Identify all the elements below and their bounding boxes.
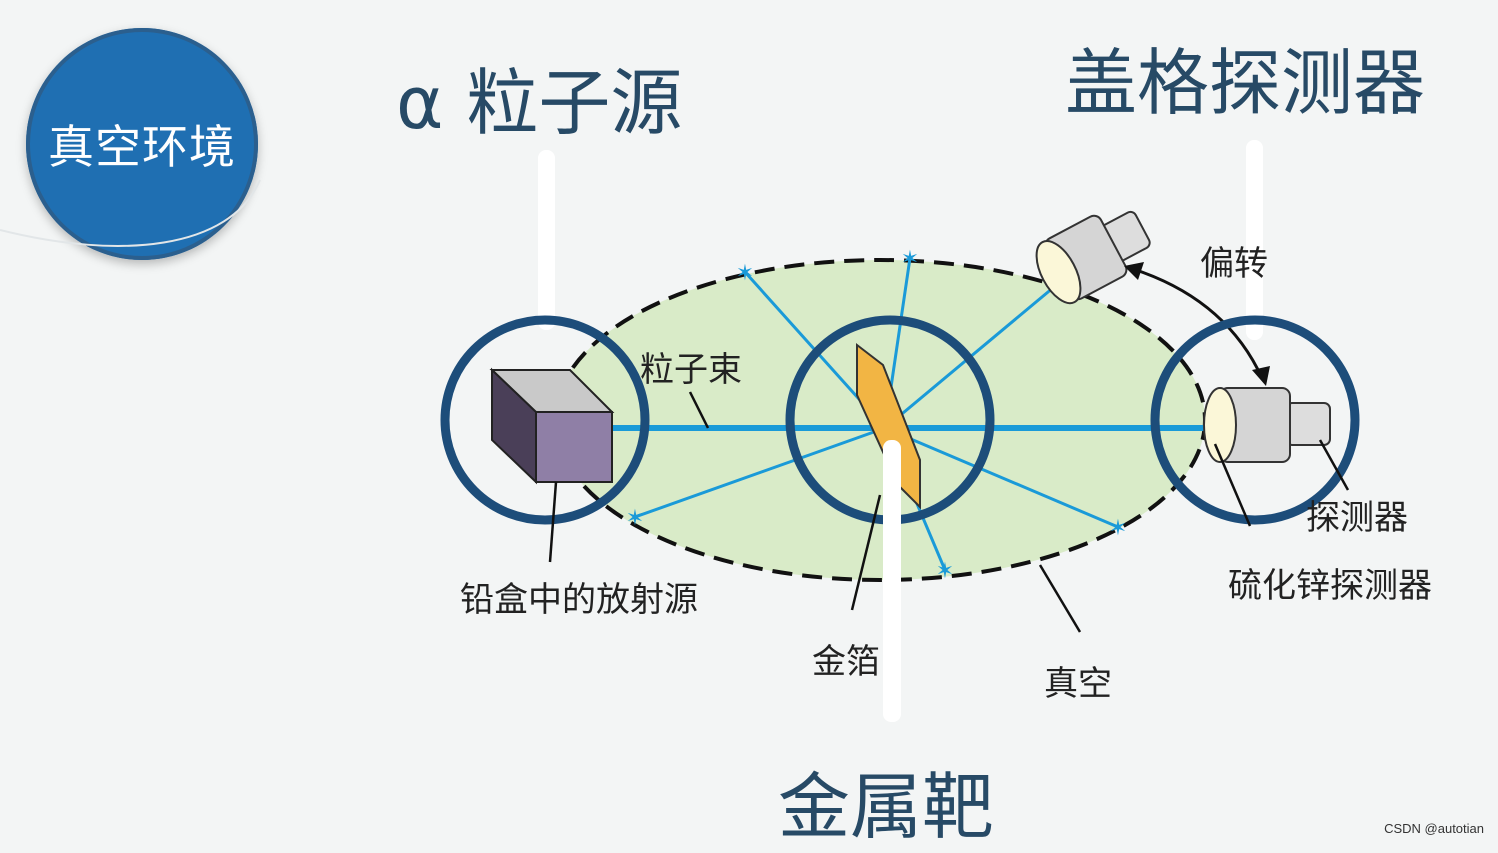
vacuum-label: 真空 (1044, 664, 1112, 704)
watermark: CSDN @autotian (1384, 821, 1484, 836)
background-swirl (0, 179, 261, 247)
zns-detector-label: 硫化锌探测器 (1228, 566, 1432, 606)
leader-lines (548, 391, 1350, 633)
badge-label: 真空环境 (48, 120, 236, 174)
lead-box-source-shape (489, 367, 615, 485)
highlight-circles (440, 315, 1360, 525)
detector-label: 探测器 (1306, 498, 1408, 538)
pointer-bar-target (883, 440, 901, 722)
gold-foil-face (856, 342, 921, 510)
deflection-arrow (1129, 266, 1264, 379)
metal-target-title: 金属靶 (778, 765, 995, 849)
vacuum-environment-badge: 真空环境 (26, 28, 258, 260)
svg-text:✶: ✶ (1109, 516, 1127, 541)
deflected-detector-shape (1035, 210, 1151, 305)
pointer-bar-detector (1246, 140, 1263, 340)
svg-text:✶: ✶ (736, 261, 754, 286)
geiger-detector-title: 盖格探测器 (1065, 41, 1426, 125)
zns-detector-shape (1203, 387, 1331, 463)
gold-foil-label: 金箔 (812, 642, 880, 682)
svg-text:✶: ✶ (936, 559, 954, 584)
svg-text:✶: ✶ (901, 247, 919, 272)
arrow-head-bottom (1252, 366, 1270, 386)
svg-text:✶: ✶ (626, 506, 644, 531)
lead-box-source-label: 铅盒中的放射源 (460, 580, 698, 620)
particle-beam-label: 粒子束 (640, 350, 742, 390)
deflection-label: 偏转 (1200, 244, 1268, 284)
arrow-head-top (1124, 262, 1144, 280)
pointer-bar-source (538, 150, 555, 330)
alpha-source-title: α 粒子源 (396, 61, 683, 145)
